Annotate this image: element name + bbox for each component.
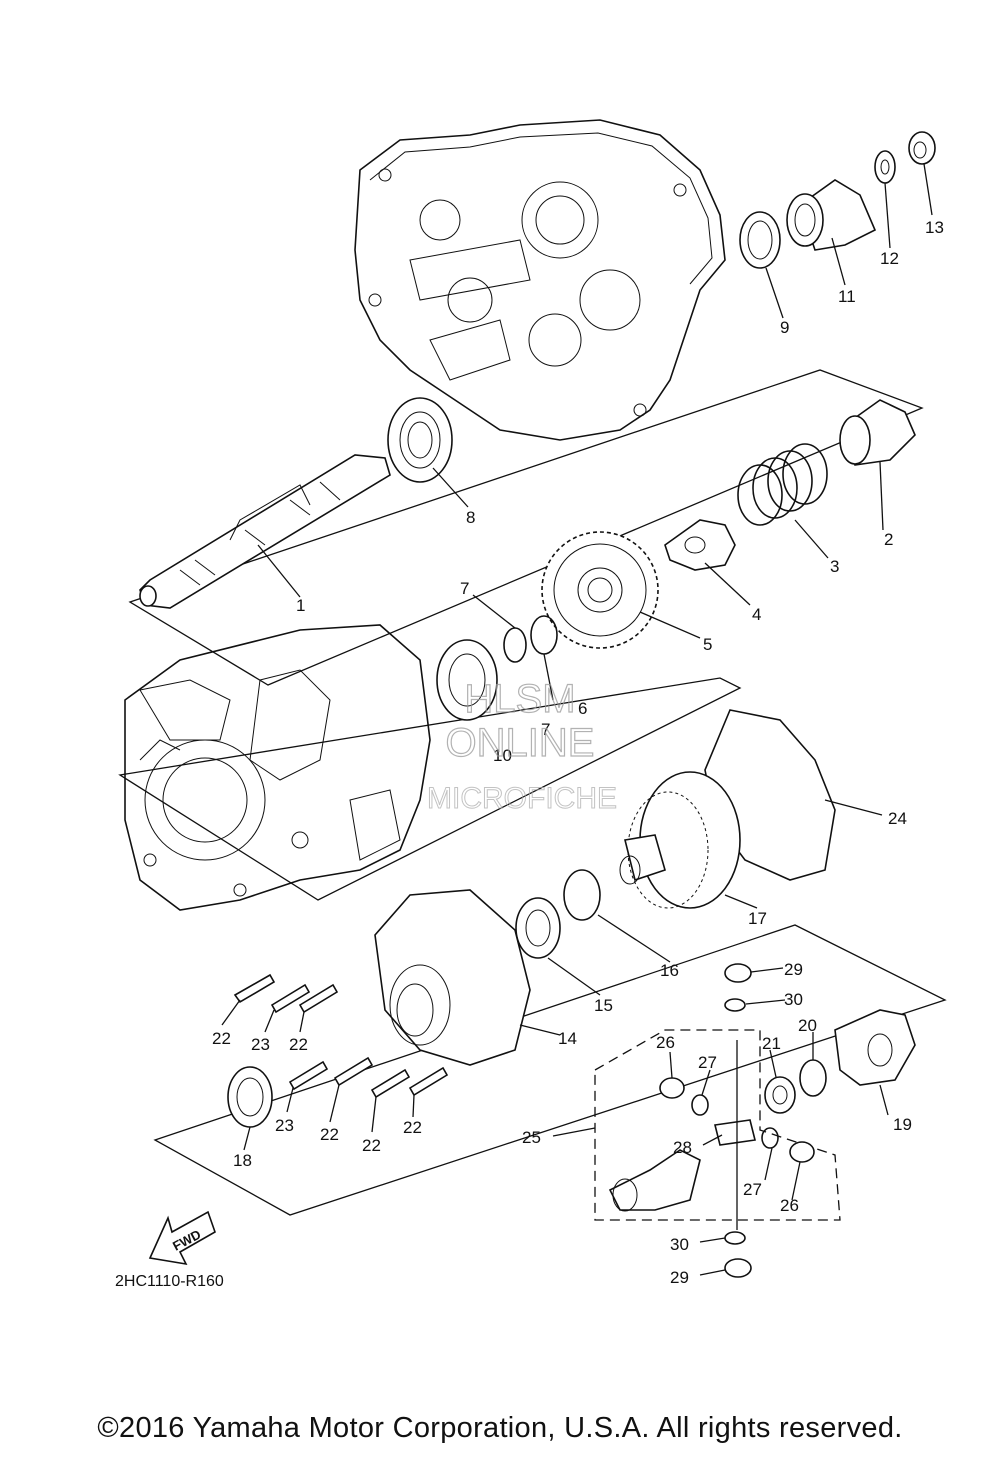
fwd-arrow-icon: FWD [148,1210,216,1266]
callout-22e: 22 [403,1118,422,1137]
callout-22d: 22 [362,1136,381,1155]
ring-7 [503,627,527,663]
washer-12 [874,150,896,184]
callout-22b: 22 [289,1035,308,1054]
callout-23a: 23 [251,1035,270,1054]
oil-seal-9 [739,211,781,269]
sleeve-11 [786,179,877,251]
washer-20 [799,1059,827,1097]
callout-15: 15 [594,996,613,1015]
case-14 [374,889,531,1066]
gear-5 [541,531,659,649]
callout-numbers: 1 2 3 4 5 6 7 7 8 9 10 11 12 13 14 15 16… [212,218,944,1287]
callout-7b: 7 [541,720,550,739]
callout-6: 6 [578,699,587,718]
circlip-6 [530,615,558,655]
callout-20: 20 [798,1016,817,1035]
watermark-line2: ONLINE [446,721,595,765]
assembly-box-middle [118,677,742,901]
callout-16: 16 [660,961,679,980]
callout-30b: 30 [670,1235,689,1254]
callout-8: 8 [466,508,475,527]
leader-lines [221,163,933,1276]
watermark-line3: MICROFICHE [427,782,617,815]
callout-13: 13 [925,218,944,237]
assembly-box-25 [594,1029,841,1221]
callout-1: 1 [296,596,305,615]
watermark: HLSM ONLINE MICROFICHE [427,676,618,815]
diagram-code: 2HC1110-R160 [115,1273,224,1290]
nut-13 [908,131,936,165]
callout-5: 5 [703,635,712,654]
callout-27a: 27 [698,1053,717,1072]
callout-9: 9 [780,318,789,337]
callout-22c: 22 [320,1125,339,1144]
bearing-cup-29 [724,963,752,1278]
bearing-10 [436,639,498,721]
bearing-8 [387,397,453,483]
callout-10: 10 [493,746,512,765]
bolts [233,973,449,1099]
callout-21: 21 [762,1034,781,1053]
callout-23b: 23 [275,1116,294,1135]
callout-11: 11 [838,287,856,306]
yoke-19 [834,1009,916,1086]
callout-26a: 26 [656,1033,675,1052]
callout-26b: 26 [780,1196,799,1215]
drum-17 [619,771,741,909]
upper-crankcase [354,119,726,441]
callout-4: 4 [752,605,761,624]
cam-4 [664,519,736,571]
callout-24: 24 [888,809,907,828]
callout-2: 2 [884,530,893,549]
bearing-cup-26 [659,1077,815,1163]
callout-19: 19 [893,1115,912,1134]
callout-17: 17 [748,909,767,928]
assembly-box-lower [153,924,947,1216]
callout-25: 25 [522,1128,541,1147]
collar-2 [839,399,916,466]
main-shaft [139,454,391,609]
callout-18: 18 [233,1151,252,1170]
callout-29b: 29 [670,1268,689,1287]
callout-3: 3 [830,557,839,576]
callout-28: 28 [673,1138,692,1157]
nut-21 [764,1076,796,1114]
yoke-universal [608,1149,701,1212]
cross-spider-28 [714,1040,756,1230]
callout-29a: 29 [784,960,803,979]
watermark-line1: HLSM [464,677,575,721]
lower-crankcase [124,624,431,911]
callout-14: 14 [558,1029,577,1048]
callout-22a: 22 [212,1029,231,1048]
callout-27b: 27 [743,1180,762,1199]
spring-3 [737,443,828,526]
callout-30a: 30 [784,990,803,1009]
oil-seal-18 [227,1066,273,1128]
copyright-notice: ©2016 Yamaha Motor Corporation, U.S.A. A… [97,1412,903,1444]
callout-12: 12 [880,249,899,268]
circlip-16 [563,869,601,921]
callout-7a: 7 [460,579,469,598]
assembly-box-upper [128,369,924,686]
bearing-15 [515,897,561,959]
